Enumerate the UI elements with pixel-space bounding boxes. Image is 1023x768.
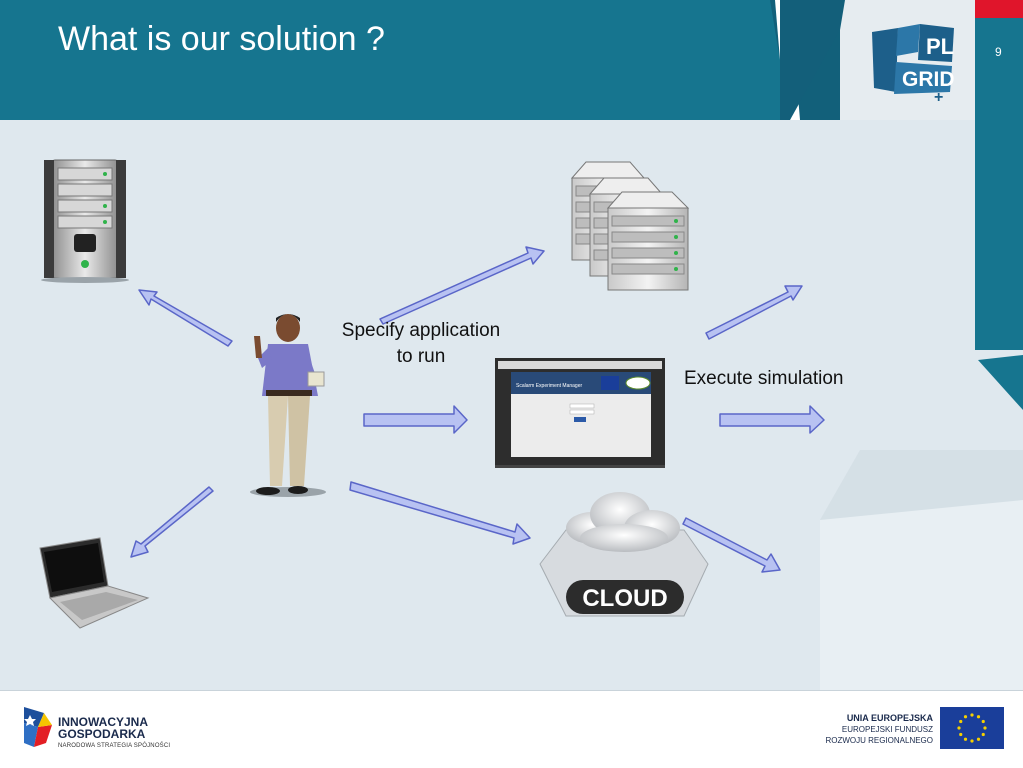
- slide-header: What is our solution ?: [0, 0, 1023, 120]
- eu-star: [959, 719, 963, 724]
- arrow-to-cloud: [349, 481, 531, 545]
- footer-left-line3: NARODOWA STRATEGIA SPÓJNOŚCI: [58, 743, 171, 749]
- architecture-diagram: Scalarm Experiment Manager CLOUD: [39, 159, 825, 629]
- cloud-icon: CLOUD: [539, 492, 709, 617]
- arrow-to-server-tower: [138, 289, 233, 347]
- logo-pl-text: PL: [926, 34, 954, 59]
- eu-star: [981, 732, 985, 737]
- cloud-label: CLOUD: [582, 585, 667, 612]
- specify-caption-line1: Specify application: [341, 320, 501, 341]
- arrow-to-server-stack: [379, 246, 545, 325]
- specify-caption: Specify application to run: [328, 318, 514, 370]
- slide-number: 9: [995, 45, 1002, 59]
- eu-star: [981, 719, 985, 724]
- arrow-to-web-app: [363, 405, 468, 434]
- presenter-person: [250, 314, 326, 497]
- footer-right-line2: EUROPEJSKI FUNDUSZ: [841, 725, 933, 734]
- arrow-from-web-app: [719, 405, 825, 434]
- footer-left-line2: GOSPODARKA: [58, 727, 146, 741]
- eu-star: [957, 726, 961, 730]
- footer-left-line1: INNOWACYJNA: [58, 715, 149, 729]
- pl-grid-logo: PL GRID +: [872, 24, 955, 104]
- footer-bar: INNOWACYJNA GOSPODARKA NARODOWA STRATEGI…: [0, 690, 1023, 768]
- eu-text: UNIA EUROPEJSKA EUROPEJSKI FUNDUSZ ROZWO…: [825, 713, 933, 746]
- server-tower-icon: [41, 159, 129, 283]
- server-stack-icon: [570, 161, 690, 291]
- web-app-screenshot: Scalarm Experiment Manager: [495, 358, 665, 468]
- arrow-from-cloud: [682, 517, 781, 573]
- laptop-icon: [39, 537, 150, 629]
- eu-flag-icon: [940, 707, 1004, 749]
- eu-star: [983, 726, 987, 730]
- logo-grid-text: GRID: [902, 68, 955, 91]
- logo-plus-text: +: [934, 89, 943, 104]
- execute-caption: Execute simulation: [684, 368, 844, 389]
- app-title-text: Scalarm Experiment Manager: [516, 383, 582, 389]
- eu-star: [970, 713, 974, 717]
- eu-star: [959, 732, 963, 737]
- innovative-economy-text: INNOWACYJNA GOSPODARKA NARODOWA STRATEGI…: [58, 716, 170, 749]
- header-background: [0, 0, 975, 120]
- innovative-economy-logo: [24, 707, 52, 747]
- eu-star: [963, 715, 968, 719]
- eu-star: [976, 737, 981, 741]
- eu-star: [963, 737, 968, 741]
- right-decoration: [820, 0, 1023, 690]
- specify-caption-line2: to run: [396, 346, 446, 367]
- slide-title: What is our solution ?: [58, 20, 385, 58]
- eu-star: [970, 739, 974, 743]
- footer-right-line1: UNIA EUROPEJSKA: [846, 713, 933, 723]
- footer-right-line3: ROZWOJU REGIONALNEGO: [825, 736, 933, 745]
- arrow-from-server-stack: [705, 285, 803, 340]
- arrow-to-laptop: [130, 486, 214, 558]
- eu-star: [976, 715, 981, 719]
